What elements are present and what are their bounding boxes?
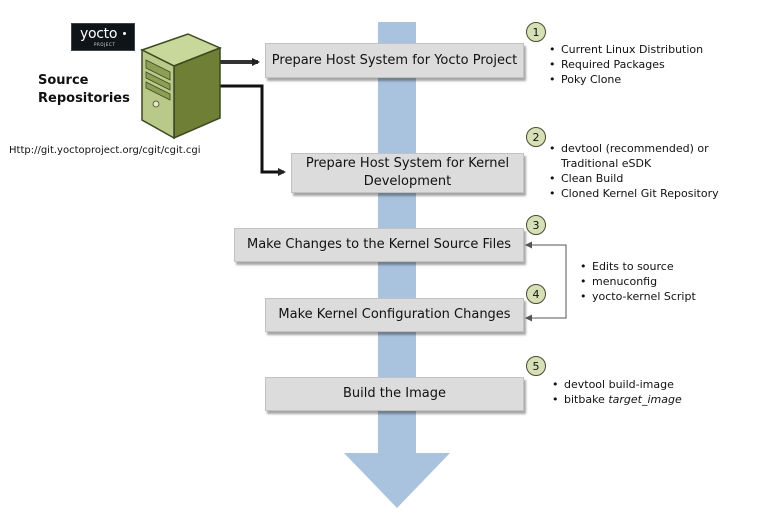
step5-box: Build the Image [265, 377, 524, 411]
step1-number: 1 [526, 22, 546, 42]
source-title-line2: Repositories [38, 91, 130, 106]
step2-bullet-line1: devtool (recommended) or [561, 142, 709, 155]
step5-bullet: devtool build-image [552, 377, 682, 392]
step4-number: 4 [526, 284, 546, 304]
step3-number: 3 [526, 215, 546, 235]
step2-box: Prepare Host System for Kernel Developme… [291, 153, 524, 193]
step2-number: 2 [526, 127, 546, 147]
step1-bullet: Current Linux Distribution [549, 42, 703, 57]
step5-bullets: devtool build-image bitbake target_image [552, 377, 682, 407]
step1-bullet: Poky Clone [549, 72, 703, 87]
source-title-line1: Source [38, 73, 89, 88]
step1-box: Prepare Host System for Yocto Project [265, 43, 524, 78]
source-url: Http://git.yoctoproject.org/cgit/cgit.cg… [9, 145, 201, 156]
step4-label: Make Kernel Configuration Changes [278, 307, 511, 322]
step2-bullets: devtool (recommended) or Traditional eSD… [549, 141, 719, 201]
source-repositories-label: Source Repositories [38, 72, 130, 108]
step5-number: 5 [526, 356, 546, 376]
loop-bullets: Edits to source menuconfig yocto-kernel … [580, 259, 696, 304]
loop-bullet: menuconfig [580, 274, 696, 289]
step5-bullet-target: target_image [608, 393, 682, 406]
loop-bullet: Edits to source [580, 259, 696, 274]
step2-bullet: Clean Build [549, 171, 719, 186]
step2-bullet: devtool (recommended) or Traditional eSD… [549, 141, 719, 171]
step1-bullets: Current Linux Distribution Required Pack… [549, 42, 703, 87]
step2-label-line2: Development [363, 174, 452, 189]
server-icon [140, 33, 222, 140]
step5-bullet-cmd: bitbake [564, 393, 605, 406]
flow-arrow-shape [344, 22, 450, 508]
step5-bullet: bitbake target_image [552, 392, 682, 407]
logo-word: yocto [80, 26, 118, 42]
server-to-step2-connector [220, 84, 286, 176]
step2-bullet-line2: Traditional eSDK [561, 157, 652, 170]
loop-bullet: yocto-kernel Script [580, 289, 696, 304]
step2-label: Prepare Host System for Kernel Developme… [306, 155, 509, 191]
step1-bullet: Required Packages [549, 57, 703, 72]
logo-dot [123, 32, 126, 35]
logo-sub: PROJECT [94, 42, 116, 47]
step5-label: Build the Image [343, 386, 446, 401]
step3-label: Make Changes to the Kernel Source Files [247, 237, 511, 252]
step2-label-line1: Prepare Host System for Kernel [305, 156, 510, 171]
step1-label: Prepare Host System for Yocto Project [271, 52, 518, 68]
step2-bullet: Cloned Kernel Git Repository [549, 186, 719, 201]
loop-bracket-connector [526, 244, 567, 319]
yocto-logo: yocto PROJECT [71, 23, 135, 51]
step3-box: Make Changes to the Kernel Source Files [234, 228, 524, 262]
step4-box: Make Kernel Configuration Changes [265, 298, 524, 332]
